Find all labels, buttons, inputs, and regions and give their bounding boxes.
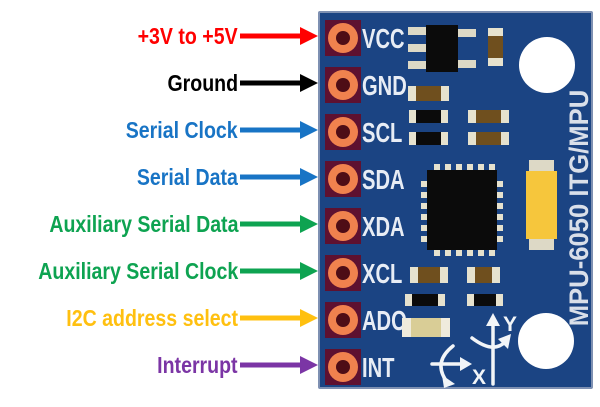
yellow-capacitor [526, 171, 557, 239]
pad-scl [325, 114, 361, 150]
pad-ring [328, 117, 358, 147]
pin-label-row-sda: Serial Data [0, 154, 318, 200]
ic-pins [434, 164, 495, 170]
pin-description: Serial Data [136, 163, 238, 190]
pin-description: I2C address select [66, 304, 238, 331]
regulator-lead [408, 27, 426, 35]
mpu6050-ic-chip [427, 170, 497, 250]
smd-resistor [467, 267, 500, 283]
pin-label-row-gnd: Ground [0, 60, 318, 106]
arrow-right-icon [240, 309, 318, 327]
arrow-right-icon [240, 74, 318, 92]
axis-y-label: Y [503, 313, 517, 336]
pin-label-row-int: Interrupt [0, 342, 318, 388]
regulator-lead [408, 44, 426, 52]
pcb-board: VCC GND SCL SDA XDA XCL ADO INT [318, 11, 594, 389]
pin-description: Serial Clock [126, 116, 238, 143]
smd-resistor [468, 110, 509, 123]
pad-hole [336, 125, 350, 139]
pad-hole [336, 31, 350, 45]
smd-component [402, 318, 450, 337]
axis-x-label: X [472, 366, 486, 389]
arrow-right-icon [240, 27, 318, 45]
ic-pins [497, 181, 503, 245]
pin-name-xda: XDA [362, 211, 405, 242]
ic-pins [434, 250, 495, 256]
pin-description: Interrupt [157, 351, 238, 378]
pin-name-scl: SCL [362, 117, 403, 148]
smd-resistor [408, 86, 449, 101]
arrow-right-icon [240, 121, 318, 139]
regulator-lead [458, 60, 476, 68]
pin-name-vcc: VCC [362, 23, 405, 54]
pad-hole [336, 78, 350, 92]
pin-name-sda: SDA [362, 164, 405, 195]
pin-name-ado: ADO [362, 305, 407, 336]
pad-ring [328, 70, 358, 100]
smd-resistor [410, 267, 448, 283]
capacitor-terminal [529, 239, 554, 250]
smd-capacitor [405, 294, 445, 306]
pin-description: Auxiliary Serial Data [48, 210, 238, 237]
pin-name-gnd: GND [362, 70, 407, 101]
silkscreen-label: MPU-6050 ITG/MPU [564, 89, 594, 327]
pin-description: Ground [167, 69, 238, 96]
arrow-right-icon [240, 356, 318, 374]
pad-int [325, 349, 361, 385]
mounting-hole [519, 37, 575, 93]
regulator-lead [458, 29, 476, 37]
pad-xda [325, 208, 361, 244]
regulator-lead [408, 61, 426, 69]
pad-hole [336, 172, 350, 186]
ic-pins [421, 181, 427, 245]
pin-label-row-ado: I2C address select [0, 295, 318, 341]
pin-label-row-xcl: Auxiliary Serial Clock [0, 248, 318, 294]
arrow-right-icon [240, 168, 318, 186]
pad-ring [328, 352, 358, 382]
pin-description: +3V to +5V [138, 22, 238, 49]
arrow-right-icon [240, 215, 318, 233]
pad-gnd [325, 67, 361, 103]
pad-hole [336, 266, 350, 280]
pad-hole [336, 360, 350, 374]
pad-vcc [325, 20, 361, 56]
smd-resistor [468, 132, 509, 145]
pin-label-row-scl: Serial Clock [0, 107, 318, 153]
pad-ring [328, 23, 358, 53]
pad-xcl [325, 255, 361, 291]
pin-label-row-xda: Auxiliary Serial Data [0, 201, 318, 247]
pad-ring [328, 305, 358, 335]
smd-capacitor [409, 132, 448, 145]
pad-hole [336, 219, 350, 233]
pad-sda [325, 161, 361, 197]
mounting-hole [518, 313, 574, 369]
pad-ring [328, 258, 358, 288]
arrow-right-icon [240, 262, 318, 280]
pin-name-int: INT [362, 352, 395, 383]
pad-ring [328, 211, 358, 241]
smd-resistor [488, 28, 503, 66]
smd-capacitor [409, 110, 448, 123]
pin-label-row-vcc: +3V to +5V [0, 13, 318, 59]
smd-capacitor [467, 294, 503, 306]
capacitor-terminal [529, 160, 554, 171]
pad-hole [336, 313, 350, 327]
axis-orientation-icon: Y X [430, 313, 517, 389]
pad-ado [325, 302, 361, 338]
pad-ring [328, 164, 358, 194]
pin-name-xcl: XCL [362, 258, 403, 289]
pin-description: Auxiliary Serial Clock [38, 257, 238, 284]
voltage-regulator-chip [426, 25, 458, 72]
